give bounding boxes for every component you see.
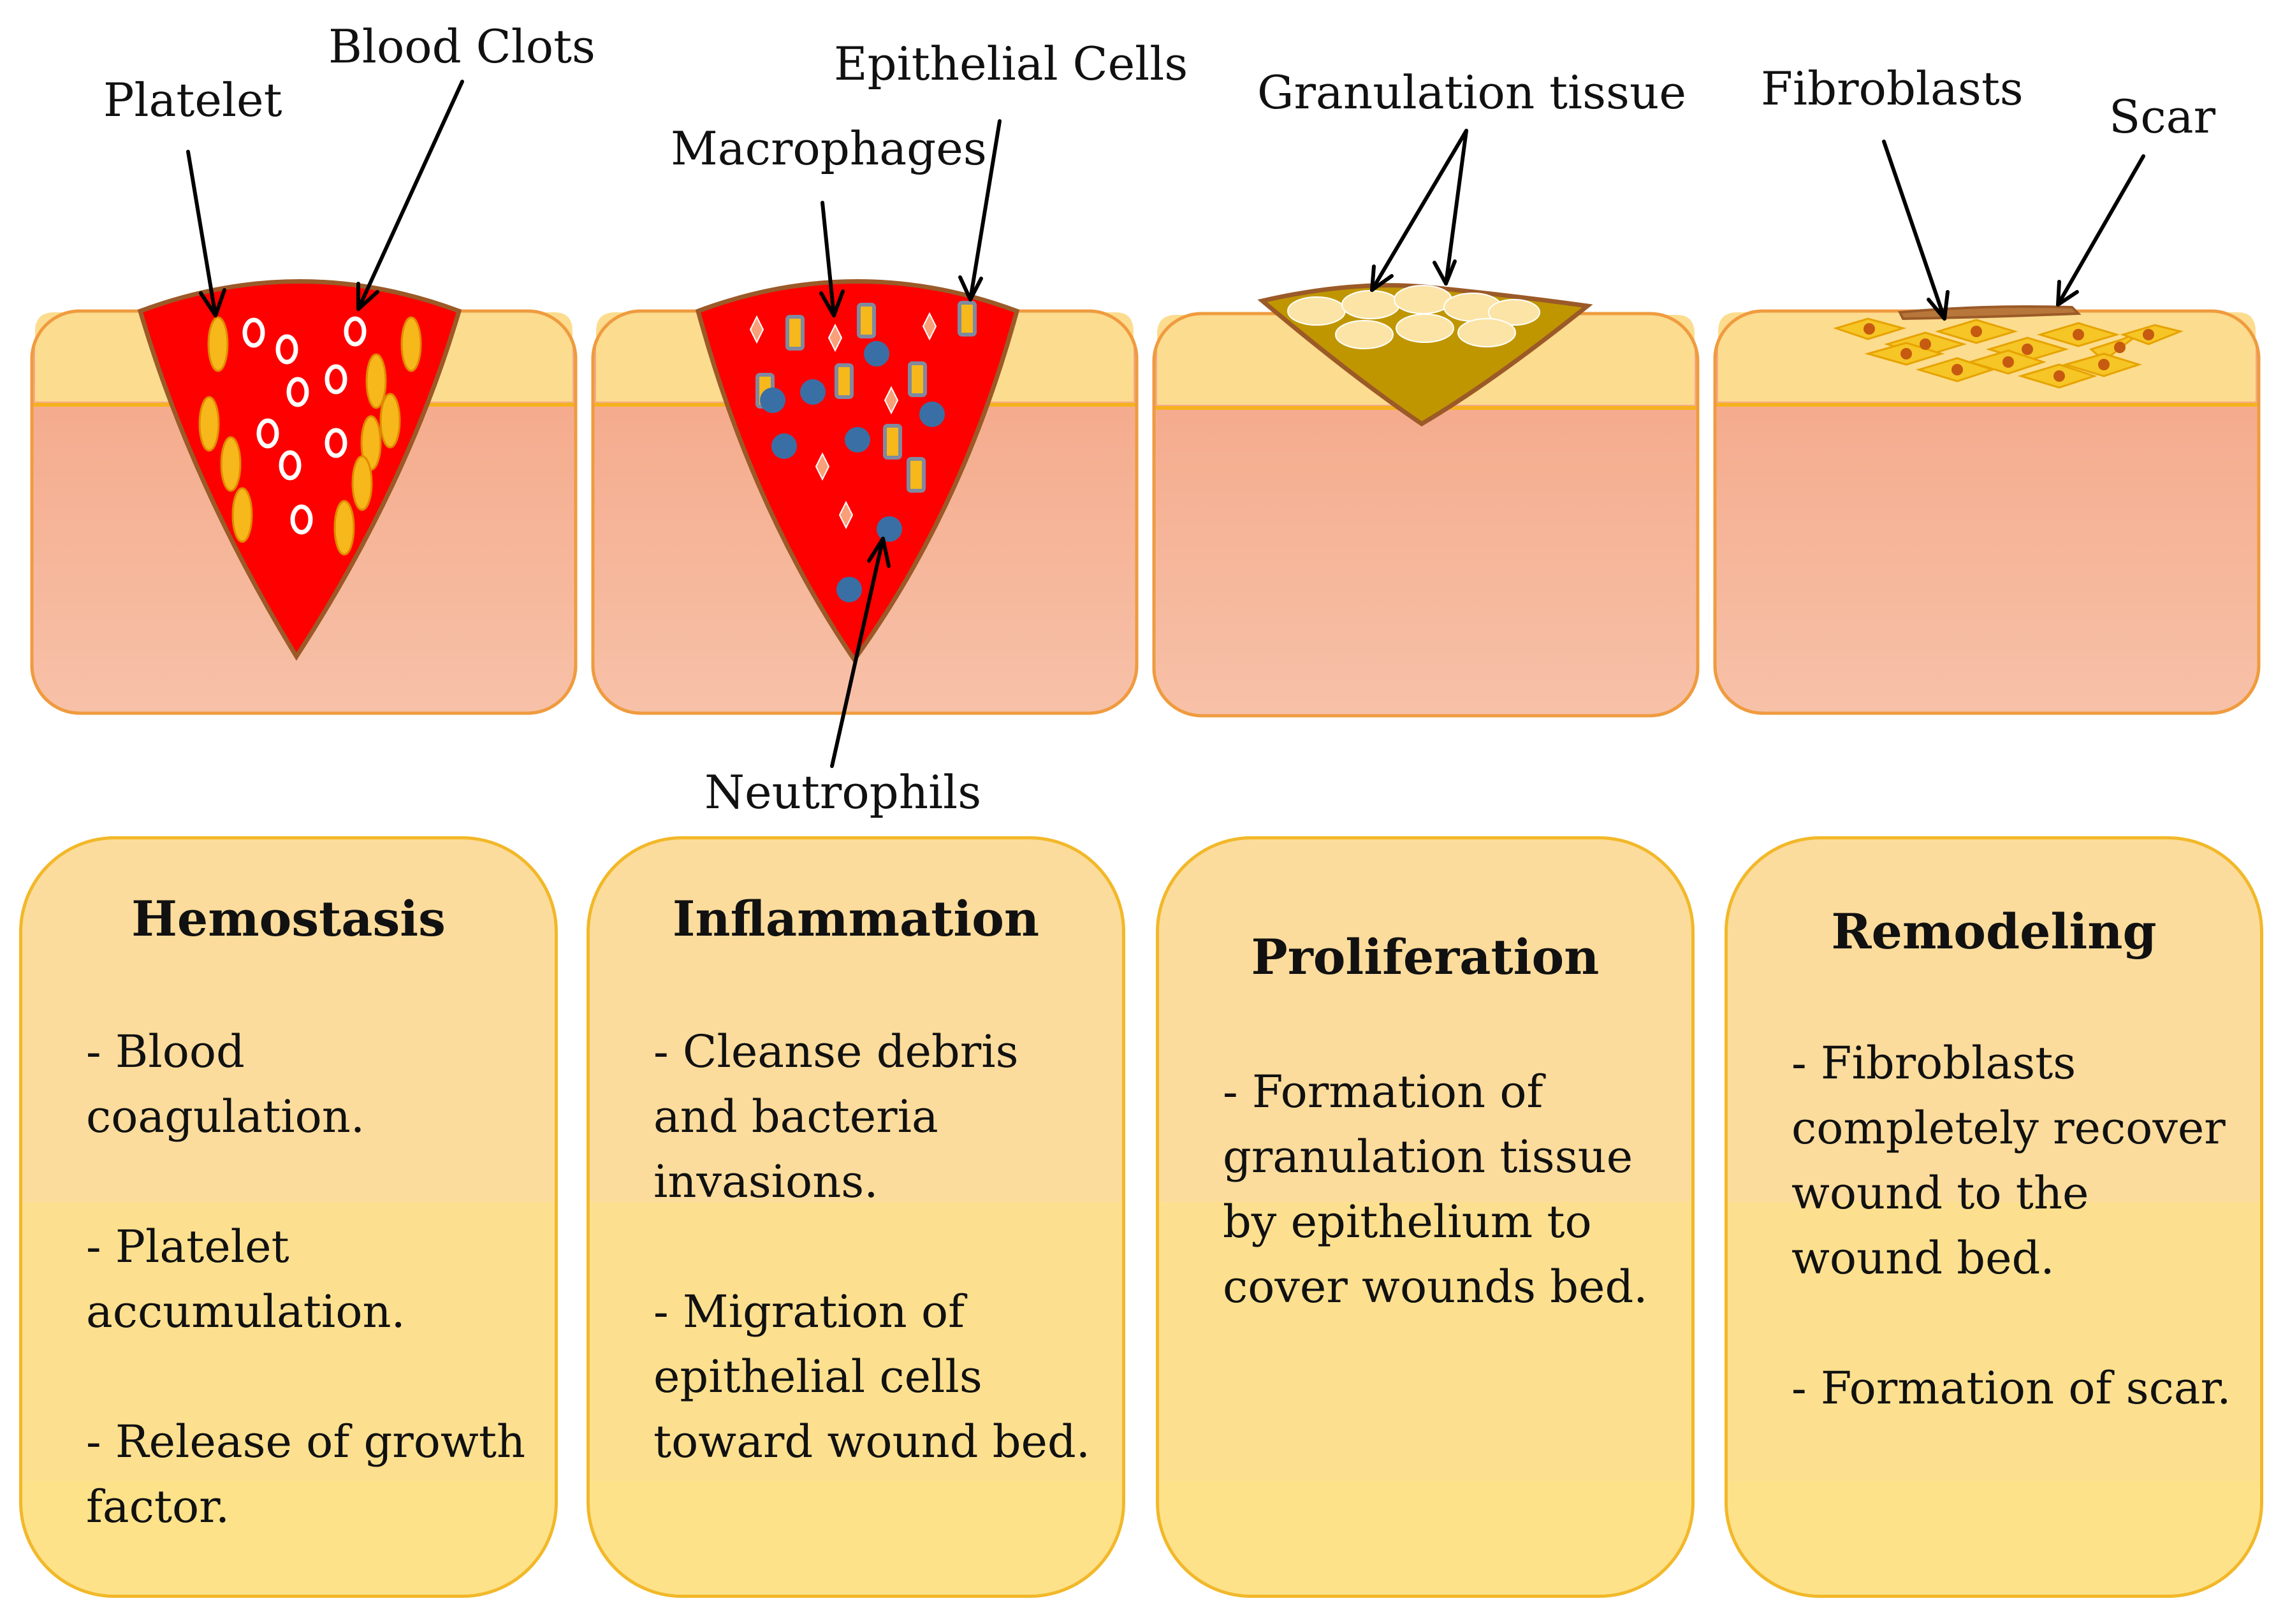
arrow-macrophages [819, 201, 845, 317]
platelets [198, 316, 422, 556]
arrow-blood-clots [356, 80, 464, 311]
stage-card-hemostasis: Hemostasis - Blood coagulation. - Platel… [19, 836, 558, 1598]
arrow-granulation-left [1370, 129, 1468, 292]
arrow-scar [2056, 154, 2145, 307]
label-granulation-tissue: Granulation tissue [1257, 66, 1686, 119]
macrophages [749, 312, 937, 530]
blood-cells [242, 316, 367, 535]
stage-description: - Formation of granulation tissue by epi… [1223, 1059, 1666, 1384]
pointer-arrows [186, 80, 2145, 768]
label-blood-clots: Blood Clots [328, 20, 595, 73]
skin-block-proliferation [1152, 312, 1700, 718]
neutrophils [760, 341, 945, 602]
stage-point: - Release of growth factor. [86, 1416, 526, 1533]
stage-point: - Fibroblasts completely recover wound t… [1791, 1037, 2226, 1284]
stage-title: Hemostasis [131, 890, 446, 947]
stage-point: - Formation of granulation tissue by epi… [1223, 1066, 1648, 1313]
label-epithelial-cells: Epithelial Cells [834, 37, 1188, 91]
arrow-fibroblasts [1882, 140, 1950, 321]
arrow-platelet [186, 150, 226, 317]
arrow-granulation-right [1433, 129, 1468, 286]
arrow-epithelial-cells [958, 119, 1002, 301]
stage-point: - Cleanse debris and bacteria invasions. [653, 1026, 1019, 1208]
stage-description: - Blood coagulation. - Platelet accumula… [86, 1019, 529, 1604]
granulation-tissue [1257, 283, 1593, 427]
label-platelet: Platelet [103, 73, 282, 127]
stage-description: - Fibroblasts completely recover wound t… [1791, 1031, 2235, 1486]
stage-card-proliferation: Proliferation - Formation of granulation… [1156, 836, 1695, 1598]
stage-point: - Formation of scar. [1791, 1362, 2231, 1414]
stage-title: Proliferation [1251, 929, 1600, 985]
fibroblasts [1833, 317, 2184, 389]
stage-point: - Blood coagulation. [86, 1026, 365, 1143]
stage-description: - Cleanse debris and bacteria invasions.… [653, 1019, 1097, 1539]
stage-point: - Migration of epithelial cells toward w… [653, 1286, 1091, 1468]
label-scar: Scar [2109, 90, 2216, 143]
stage-title: Remodeling [1831, 903, 2157, 960]
arrow-neutrophils [830, 537, 891, 768]
stage-card-remodeling: Remodeling - Fibroblasts completely reco… [1725, 836, 2263, 1598]
stage-title: Inflammation [672, 890, 1040, 947]
label-macrophages: Macrophages [671, 122, 987, 175]
stage-point: - Platelet accumulation. [86, 1221, 405, 1338]
label-neutrophils: Neutrophils [704, 765, 981, 819]
stage-card-inflammation: Inflammation - Cleanse debris and bacter… [587, 836, 1125, 1598]
label-fibroblasts: Fibroblasts [1761, 62, 2024, 115]
wound-inflamed [695, 279, 1020, 664]
